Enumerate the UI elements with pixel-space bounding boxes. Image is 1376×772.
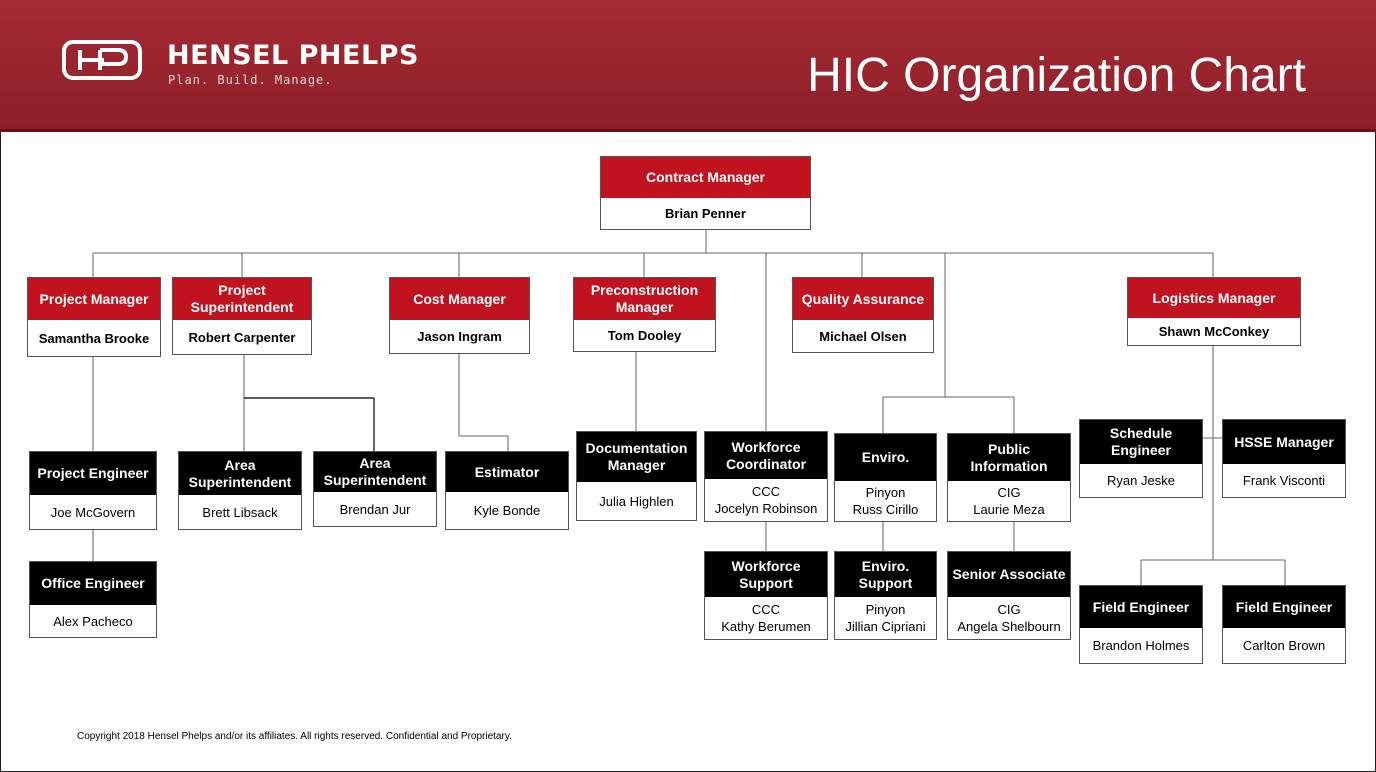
role-label: Cost Manager [390,278,529,320]
role-label: Project Superintendent [173,278,311,320]
role-label: Project Manager [28,278,160,320]
person-name: Shawn McConkey [1158,324,1270,339]
role-label: Office Engineer [30,562,156,605]
person-name: Julia Highlen [599,493,674,509]
brand-name: HENSEL PHELPS [167,40,419,71]
person-name: Laurie Meza [973,502,1045,517]
person-name: Jason Ingram [417,329,502,344]
role-label: Preconstruction Manager [574,278,715,320]
org-node-senior-associate: Senior Associate CIG Angela Shelbourn [947,551,1071,640]
person-name: Jocelyn Robinson [714,501,818,516]
role-label: Workforce Support [705,552,827,597]
org-node-schedule-engineer: Schedule Engineer Ryan Jeske [1079,419,1203,498]
org-node-enviro-support: Enviro. Support Pinyon Jillian Cipriani [834,551,937,640]
org-node-project-engineer: Project Engineer Joe McGovern [29,451,157,530]
hp-logo-icon [62,40,142,80]
person-name: Kathy Berumen [721,619,811,634]
org-node-enviro: Enviro. Pinyon Russ Cirillo [834,433,937,522]
org-affiliation: CCC [751,484,781,499]
role-label: Project Engineer [30,452,156,495]
person-name: Alex Pacheco [53,613,133,629]
org-node-field-engineer-1: Field Engineer Brandon Holmes [1079,585,1203,664]
person-name: Robert Carpenter [188,329,296,345]
org-node-workforce-coordinator: Workforce Coordinator CCC Jocelyn Robins… [704,431,828,522]
org-node-project-manager: Project Manager Samantha Brooke [27,277,161,357]
role-label: HSSE Manager [1223,420,1345,464]
org-affiliation: Pinyon [865,602,906,617]
person-name: Frank Visconti [1242,473,1326,488]
brand-tagline: Plan. Build. Manage. [168,73,333,87]
org-node-area-superintendent-2: Area Superintendent Brendan Jur [313,451,437,527]
org-affiliation: Pinyon [865,485,906,500]
org-node-contract-manager: Contract Manager Brian Penner [600,156,811,230]
role-label: Field Engineer [1080,586,1202,628]
person-name: Brandon Holmes [1092,638,1190,653]
role-label: Workforce Coordinator [705,432,827,479]
org-node-estimator: Estimator Kyle Bonde [445,451,569,530]
person-name: Brendan Jur [339,501,411,517]
person-name: Brett Libsack [202,504,278,520]
org-node-public-information: Public Information CIG Laurie Meza [947,433,1071,522]
person-name: Russ Cirillo [852,502,919,517]
role-label: Senior Associate [948,552,1070,597]
org-node-workforce-support: Workforce Support CCC Kathy Berumen [704,551,828,640]
person-name: Joe McGovern [50,504,136,520]
org-node-cost-manager: Cost Manager Jason Ingram [389,277,530,354]
role-label: Public Information [948,434,1070,481]
role-label: Quality Assurance [793,278,933,320]
role-label: Contract Manager [601,157,810,198]
role-label: Enviro. Support [835,552,936,597]
org-affiliation: CIG [997,602,1021,617]
role-label: Enviro. [835,434,936,481]
person-name: Brian Penner [665,206,746,221]
role-label: Estimator [446,452,568,492]
org-affiliation: CCC [751,602,781,617]
org-node-hsse-manager: HSSE Manager Frank Visconti [1222,419,1346,498]
org-node-field-engineer-2: Field Engineer Carlton Brown [1222,585,1346,664]
person-name: Tom Dooley [607,328,682,343]
org-node-preconstruction-manager: Preconstruction Manager Tom Dooley [573,277,716,352]
role-label: Logistics Manager [1128,278,1300,318]
role-label: Documentation Manager [577,432,696,482]
role-label: Area Superintendent [179,452,301,495]
org-affiliation: CIG [997,485,1021,500]
page-title: HIC Organization Chart [807,49,1306,102]
org-node-project-superintendent: Project Superintendent Robert Carpenter [172,277,312,355]
person-name: Carlton Brown [1242,638,1326,653]
org-node-logistics-manager: Logistics Manager Shawn McConkey [1127,277,1301,346]
person-name: Jillian Cipriani [845,619,926,634]
role-label: Area Superintendent [314,452,436,492]
org-node-area-superintendent-1: Area Superintendent Brett Libsack [178,451,302,530]
org-node-quality-assurance: Quality Assurance Michael Olsen [792,277,934,353]
copyright-footer: Copyright 2018 Hensel Phelps and/or its … [77,731,512,742]
role-label: Schedule Engineer [1080,420,1202,464]
person-name: Samantha Brooke [38,330,150,346]
org-node-office-engineer: Office Engineer Alex Pacheco [29,561,157,638]
org-node-documentation-manager: Documentation Manager Julia Highlen [576,431,697,521]
person-name: Angela Shelbourn [957,619,1061,634]
role-label: Field Engineer [1223,586,1345,628]
person-name: Ryan Jeske [1107,473,1175,488]
person-name: Michael Olsen [819,328,907,344]
person-name: Kyle Bonde [473,503,541,518]
title-banner: HENSEL PHELPS Plan. Build. Manage. HIC O… [0,0,1376,132]
